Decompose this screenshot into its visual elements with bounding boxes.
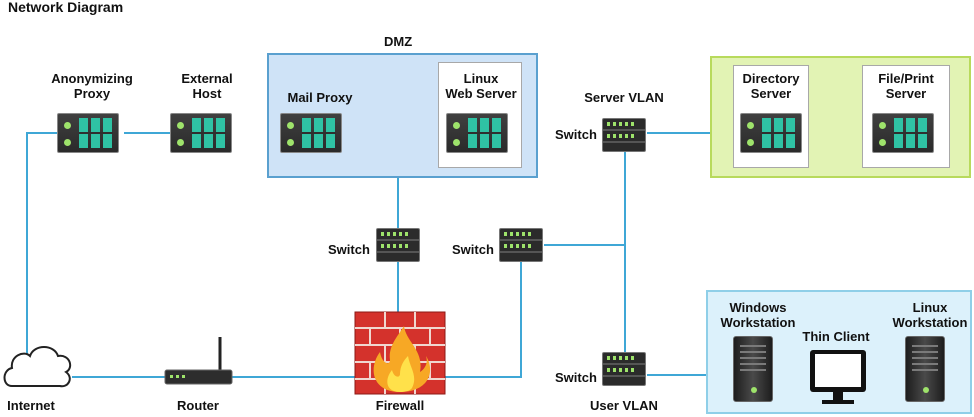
dmz-switch-icon (376, 228, 420, 262)
linux-web-server-icon (446, 113, 508, 153)
switch-label-user-vlan: Switch (555, 370, 597, 385)
server-vlan-switch-icon (602, 118, 646, 152)
dmz-label: DMZ (384, 34, 413, 49)
user-vlan-switch-icon (602, 352, 646, 386)
mail-proxy-server-icon (280, 113, 342, 153)
directory-server-icon (740, 113, 802, 153)
firewall-label: Firewall (375, 398, 425, 413)
external-host-server-icon (170, 113, 232, 153)
anonymizing-proxy-label: Anonymizing Proxy (51, 71, 133, 101)
file-print-server-icon (872, 113, 934, 153)
linux-workstation-label: Linux Workstation (892, 300, 968, 330)
linux-web-server-label: Linux Web Server (445, 71, 517, 101)
server-vlan-label: Server VLAN (584, 90, 664, 105)
firewall-side-switch-icon (499, 228, 543, 262)
anonymizing-proxy-server-icon (57, 113, 119, 153)
switch-label-server-vlan: Switch (555, 127, 597, 142)
windows-workstation-label: Windows Workstation (720, 300, 796, 330)
diagram-title: Network Diagram (8, 0, 124, 15)
thin-client-label: Thin Client (802, 329, 870, 344)
user-vlan-label: User VLAN (590, 398, 658, 413)
router-label: Router (177, 398, 219, 413)
link-internet-anon-proxy (26, 132, 60, 355)
internet-label: Internet (7, 398, 55, 413)
external-host-label: External Host (181, 71, 233, 101)
directory-server-label: Directory Server (742, 71, 800, 101)
link-firewall-switch2 (445, 262, 522, 378)
windows-workstation-tower-icon (733, 336, 773, 402)
switch-label-firewall: Switch (452, 242, 494, 257)
linux-workstation-tower-icon (905, 336, 945, 402)
switch-label-dmz: Switch (328, 242, 370, 257)
mail-proxy-label: Mail Proxy (287, 90, 353, 105)
file-print-server-label: File/Print Server (878, 71, 934, 101)
